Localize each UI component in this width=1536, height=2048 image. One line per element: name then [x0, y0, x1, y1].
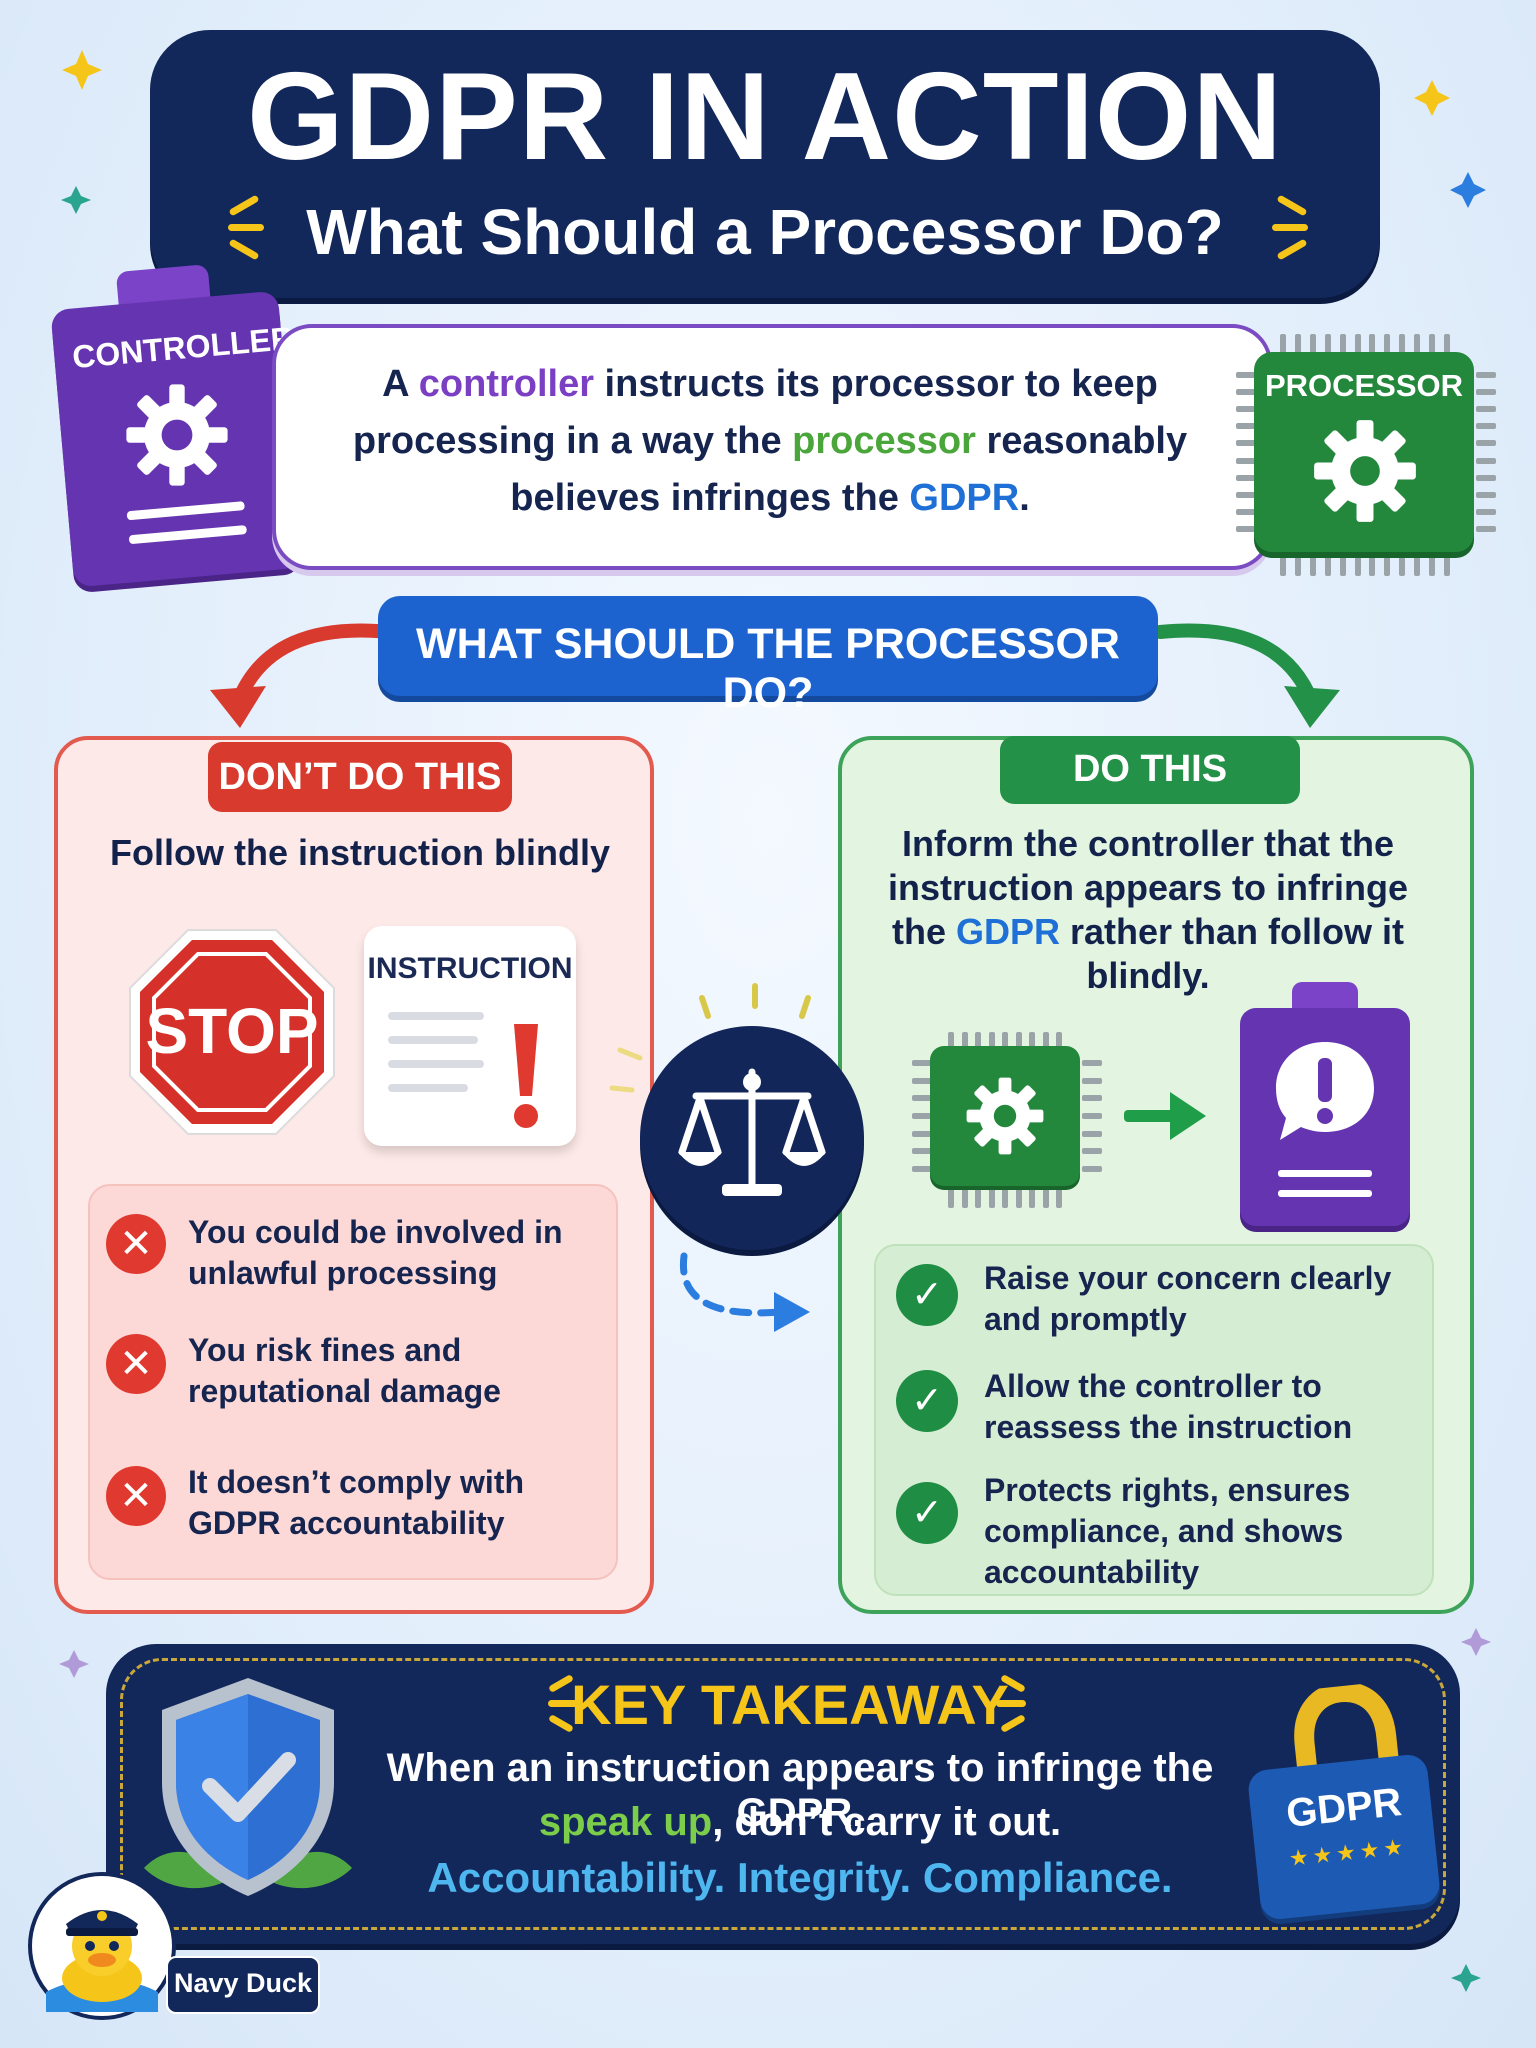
- question-text: WHAT SHOULD THE PROCESSOR DO?: [416, 620, 1120, 717]
- do-description: Inform the controller that the instructi…: [878, 822, 1418, 998]
- sparkle-left-icon: [547, 1673, 588, 1734]
- question-bar: [378, 596, 1158, 696]
- lock-icon: [1294, 1682, 1401, 1788]
- dont-header-badge: [208, 742, 512, 812]
- x-icon: ✕: [106, 1466, 166, 1526]
- chip-pins-right: [1082, 1060, 1102, 1172]
- gear-icon: [966, 1077, 1044, 1155]
- key-takeaway-title: KEY TAKEAWAY: [571, 1673, 1009, 1736]
- dont-subtitle: Follow the instruction blindly: [110, 832, 610, 873]
- scenario-processor-term: processor: [792, 420, 976, 462]
- check-icon: ✓: [896, 1482, 958, 1544]
- chip-pins-left: [912, 1060, 932, 1172]
- scenario-text-part: reasonably believes infringes the: [510, 420, 1188, 519]
- document-lines-icon: [388, 1012, 484, 1092]
- chip-pins-right: [1476, 372, 1496, 532]
- chip-pins-bottom: [1280, 556, 1450, 576]
- scenario-text: A controller instructs its processor to …: [320, 356, 1220, 527]
- scale-rays-decoration: [609, 983, 811, 1093]
- scale-icon: [678, 1068, 826, 1196]
- key-takeaway-line-3: Accountability. Integrity. Compliance.: [427, 1854, 1173, 1901]
- key-takeaway-highlight: speak up: [538, 1800, 713, 1844]
- scenario-text-part: instructs its processor to keep processi…: [352, 363, 1158, 462]
- list-item: It doesn’t comply with GDPR accountabili…: [188, 1464, 525, 1541]
- scenario-text-part: .: [1019, 477, 1030, 519]
- curved-arrow-right-icon: [1153, 623, 1340, 728]
- do-description-part: Inform the controller that the instructi…: [887, 823, 1409, 952]
- exclamation-icon: [514, 1024, 538, 1128]
- do-header-text: DO THIS: [1072, 748, 1228, 790]
- page-subtitle: What Should a Processor Do?: [306, 196, 1224, 268]
- key-takeaway-line-2-rest: , don’t carry it out.: [712, 1800, 1062, 1844]
- chip-pins-bottom: [948, 1188, 1062, 1208]
- scenario-text-part: A: [382, 363, 419, 405]
- duck-mascot-icon: [46, 1910, 158, 2012]
- page-title: GDPR IN ACTION: [247, 48, 1283, 186]
- sparkle-right-icon: [996, 1673, 1036, 1734]
- do-header-badge: [1000, 736, 1300, 804]
- text-lines-icon: [1278, 1170, 1372, 1197]
- processor-label: PROCESSOR: [1264, 368, 1464, 403]
- x-icon: ✕: [106, 1334, 166, 1394]
- list-item: Raise your concern clearly and promptly: [984, 1260, 1392, 1337]
- do-description-gdpr-term: GDPR: [955, 911, 1060, 952]
- dont-consequences-list: [88, 1184, 618, 1580]
- sparkle-left-icon: [228, 194, 268, 261]
- key-takeaway-dashed-border: [120, 1658, 1446, 1930]
- scenario-controller-term: controller: [418, 363, 594, 405]
- dashed-arrow-icon: [679, 1252, 810, 1332]
- do-benefits-list: [874, 1244, 1434, 1596]
- gear-icon: [1314, 420, 1416, 522]
- text-lines-icon: [126, 501, 247, 544]
- list-item: Allow the controller to reassess the ins…: [984, 1368, 1353, 1445]
- check-icon: ✓: [896, 1370, 958, 1432]
- do-description-part: rather than follow it blindly.: [1060, 911, 1405, 996]
- list-item: You could be involved in unlawful proces…: [188, 1214, 563, 1291]
- list-item: Protects rights, ensures compliance, and…: [984, 1472, 1351, 1590]
- scenario-gdpr-term: GDPR: [909, 477, 1020, 519]
- curved-arrow-left-icon: [210, 623, 397, 728]
- key-takeaway-line-1: When an instruction appears to infringe …: [386, 1746, 1214, 1835]
- check-icon: ✓: [896, 1264, 958, 1326]
- shield-check-icon: [144, 1678, 352, 1896]
- arrow-right-icon: [1124, 1092, 1206, 1140]
- list-item: You risk fines and reputational damage: [188, 1332, 501, 1409]
- x-icon: ✕: [106, 1214, 166, 1274]
- mascot-name: Navy Duck: [173, 1968, 313, 1998]
- dont-header-text: DON’T DO THIS: [218, 756, 502, 798]
- chip-pins-top: [948, 1032, 1062, 1052]
- gear-icon: [126, 384, 228, 486]
- chip-pins-top: [1280, 334, 1450, 354]
- speech-bubble-alert-icon: [1276, 1042, 1374, 1140]
- title-banner: [150, 30, 1380, 298]
- scenario-box: [272, 324, 1272, 570]
- sparkle-right-icon: [1272, 194, 1312, 261]
- stop-sign-icon: [129, 929, 335, 1135]
- stop-sign-label: STOP: [145, 995, 319, 1067]
- key-takeaway-line-2: speak up, don’t carry it out.: [340, 1800, 1260, 1845]
- chip-pins-left: [1236, 372, 1256, 532]
- mascot-name-tag: [166, 1956, 320, 2014]
- instruction-label: INSTRUCTION: [367, 952, 573, 985]
